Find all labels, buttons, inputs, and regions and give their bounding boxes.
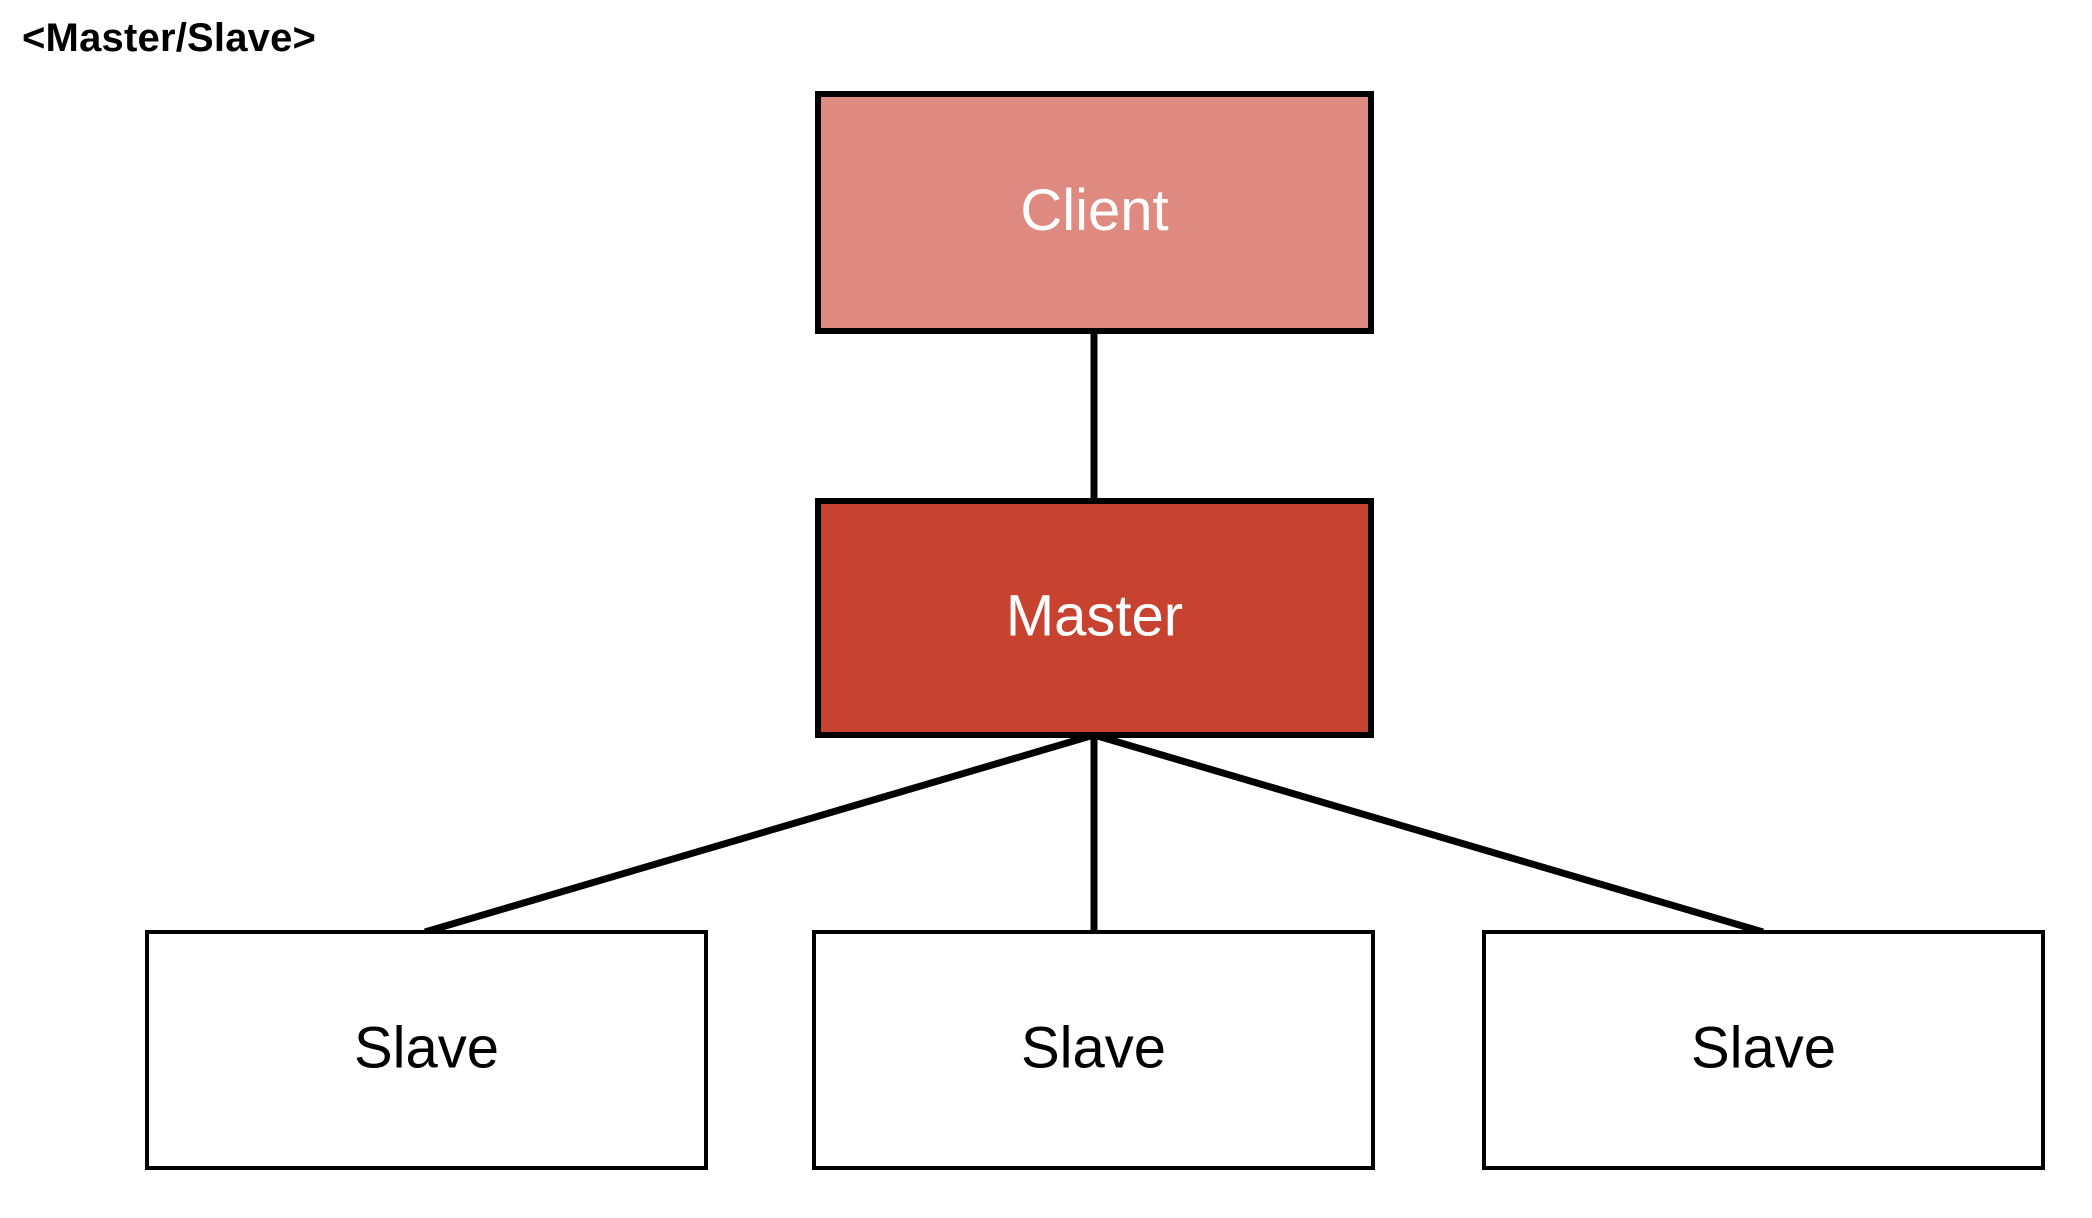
connector-line-master-to-slave-1 (424, 731, 1095, 936)
node-box-client[interactable] (815, 91, 1374, 334)
node-client[interactable]: Client (815, 91, 1374, 334)
node-slave-3[interactable]: Slave (1482, 930, 2045, 1170)
edges-layer (424, 331, 1764, 936)
node-slave-2[interactable]: Slave (812, 930, 1375, 1170)
node-label-slave-3: Slave (1691, 1015, 1836, 1080)
connector-line-master-to-slave-3 (1093, 731, 1764, 936)
node-box-slave-3[interactable] (1482, 930, 2045, 1170)
node-label-slave-1: Slave (354, 1015, 499, 1080)
node-label-client: Client (1020, 178, 1168, 243)
node-master[interactable]: Master (815, 498, 1374, 738)
node-label-master: Master (1006, 583, 1183, 648)
diagram-title: <Master/Slave> (22, 16, 317, 60)
node-label-slave-2: Slave (1021, 1015, 1166, 1080)
node-box-slave-1[interactable] (145, 930, 708, 1170)
node-slave-1[interactable]: Slave (145, 930, 708, 1170)
node-box-master[interactable] (815, 498, 1374, 738)
node-box-slave-2[interactable] (812, 930, 1375, 1170)
